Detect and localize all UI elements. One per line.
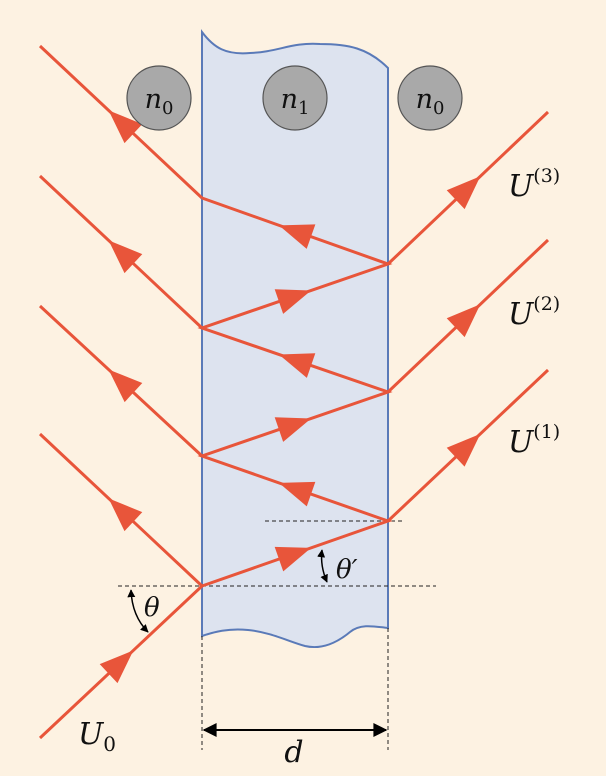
ray-direction-arrow (108, 240, 143, 274)
medium-slab: n1 (262, 65, 328, 131)
medium-right: n0 (397, 65, 463, 131)
refraction-angle-arc (317, 549, 328, 583)
medium-slab-label: n1 (281, 84, 310, 119)
ray-direction-arrow (99, 650, 134, 684)
ray-direction-arrow (446, 176, 481, 210)
medium-slab-circle (262, 65, 328, 131)
medium-right-circle (397, 65, 463, 131)
incident-ray-label: U0 (78, 717, 116, 756)
transmitted-ray-1-label: U(1) (508, 421, 560, 460)
ray-direction-arrow (108, 498, 143, 532)
ray-direction-arrow (446, 304, 481, 338)
ray-direction-arrow (278, 224, 316, 249)
medium-left-label: n0 (145, 84, 174, 119)
thickness-label: d (284, 735, 303, 770)
film-slab (201, 29, 389, 648)
medium-left: n0 (126, 65, 192, 131)
ray-direction-arrow (278, 353, 316, 378)
medium-left-circle (126, 65, 192, 131)
ray-direction-arrow (108, 369, 143, 403)
ray-direction-arrow (274, 546, 312, 572)
ray-direction-arrow (108, 110, 143, 144)
guide-lines (118, 520, 436, 750)
incidence-angle-label: θ (144, 593, 160, 623)
medium-right-label: n0 (416, 84, 445, 119)
incidence-angle-arc (127, 589, 149, 633)
ray-direction-arrow (274, 289, 312, 314)
refraction-angle-label: θ′ (336, 555, 358, 585)
transmitted-ray-2-label: U(2) (508, 293, 560, 332)
transmitted-ray-3-label: U(3) (508, 165, 560, 204)
ray-direction-arrow (278, 481, 316, 507)
ray-direction-arrow (446, 433, 481, 467)
ray-arrowheads (99, 110, 481, 684)
ray-direction-arrow (274, 417, 312, 442)
